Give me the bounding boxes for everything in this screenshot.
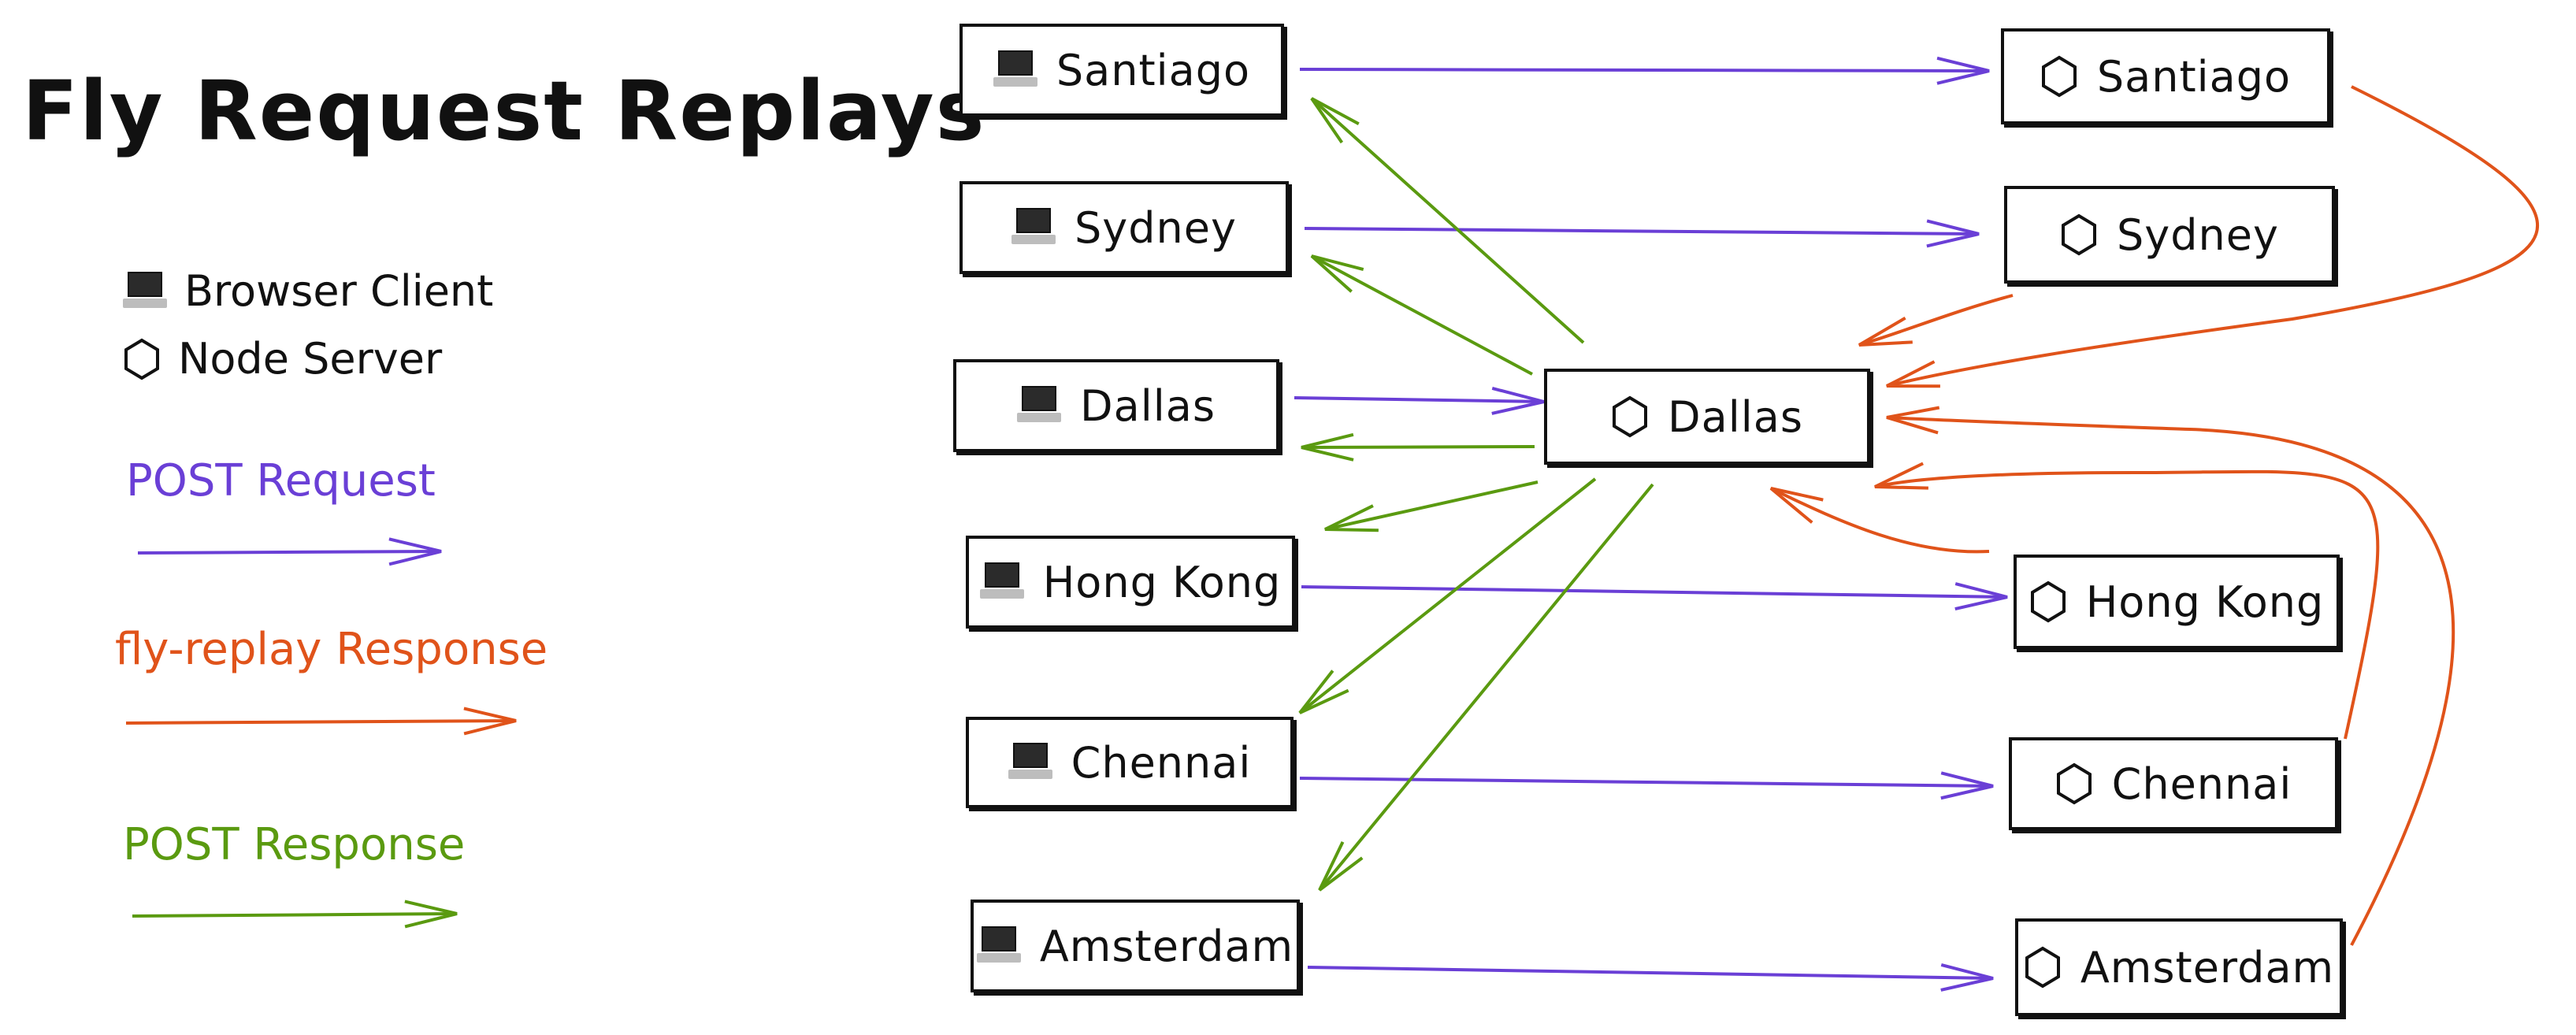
client-chennai: Chennai — [966, 717, 1294, 808]
arrow-replay-hong-kong — [1769, 487, 1990, 554]
server-sydney-label: Sydney — [2117, 210, 2279, 260]
client-amsterdam: Amsterdam — [971, 900, 1300, 992]
arrow-request-sydney — [1304, 219, 1980, 248]
client-dallas: Dallas — [953, 359, 1279, 452]
arrow-replay-amsterdam — [1886, 406, 2455, 946]
hexagon-icon — [2062, 213, 2097, 256]
hexagon-icon — [2025, 946, 2060, 989]
legend-post-request-arrow — [137, 537, 442, 566]
legend-post-response-label: POST Response — [123, 819, 466, 870]
arrow-response-santiago — [1310, 97, 1585, 344]
server-dallas: Dallas — [1544, 369, 1870, 465]
laptop-icon — [1008, 743, 1052, 782]
laptop-icon — [993, 50, 1037, 90]
laptop-icon — [1017, 386, 1062, 425]
client-sydney: Sydney — [960, 181, 1289, 274]
server-chennai-label: Chennai — [2111, 759, 2292, 809]
legend-post-response-arrow — [132, 900, 458, 929]
client-hong-kong-label: Hong Kong — [1042, 557, 1282, 607]
client-dallas-label: Dallas — [1080, 380, 1216, 431]
server-chennai: Chennai — [2009, 737, 2338, 830]
client-santiago-label: Santiago — [1056, 45, 1251, 95]
arrow-replay-chennai — [1874, 462, 2380, 740]
arrow-response-hong-kong — [1324, 480, 1539, 532]
hexagon-icon — [2041, 55, 2077, 98]
server-santiago: Santiago — [2001, 28, 2330, 124]
hexagon-icon — [2056, 762, 2092, 805]
arrow-replay-santiago — [1886, 85, 2540, 388]
laptop-icon — [123, 271, 167, 311]
diagram-title: Fly Request Replays — [22, 63, 986, 159]
arrow-replay-sydney — [1858, 294, 2014, 347]
client-hong-kong: Hong Kong — [966, 536, 1295, 629]
server-sydney: Sydney — [2004, 186, 2335, 284]
legend-browser-client-label: Browser Client — [184, 266, 494, 316]
arrow-response-chennai — [1298, 477, 1597, 714]
server-amsterdam: Amsterdam — [2015, 918, 2343, 1016]
arrow-request-amsterdam — [1307, 963, 1994, 992]
server-hong-kong: Hong Kong — [2014, 555, 2340, 649]
arrow-response-amsterdam — [1318, 483, 1654, 892]
legend-fly-replay-arrow — [125, 707, 517, 736]
arrow-request-dallas — [1294, 387, 1545, 415]
legend-node-server: Node Server — [123, 334, 442, 384]
arrow-response-sydney — [1310, 254, 1533, 376]
arrow-request-chennai — [1299, 771, 1994, 800]
client-amsterdam-label: Amsterdam — [1039, 921, 1294, 971]
hexagon-icon — [124, 338, 159, 380]
legend-fly-replay-label: fly-replay Response — [115, 624, 548, 675]
server-amsterdam-label: Amsterdam — [2080, 942, 2335, 992]
server-dallas-label: Dallas — [1668, 391, 1803, 442]
legend-node-server-label: Node Server — [178, 334, 443, 384]
arrow-request-hong-kong — [1301, 582, 2008, 610]
legend-post-request-label: POST Request — [126, 455, 436, 506]
laptop-icon — [979, 562, 1024, 602]
hexagon-icon — [1613, 395, 1648, 438]
arrow-request-santiago — [1299, 56, 1990, 85]
server-santiago-label: Santiago — [2096, 51, 2292, 102]
client-chennai-label: Chennai — [1071, 737, 1252, 788]
client-sydney-label: Sydney — [1075, 202, 1237, 253]
laptop-icon — [1011, 208, 1056, 247]
server-hong-kong-label: Hong Kong — [2085, 577, 2325, 627]
client-santiago: Santiago — [960, 24, 1284, 117]
hexagon-icon — [2030, 581, 2066, 623]
laptop-icon — [976, 926, 1021, 966]
legend-browser-client: Browser Client — [123, 266, 493, 316]
